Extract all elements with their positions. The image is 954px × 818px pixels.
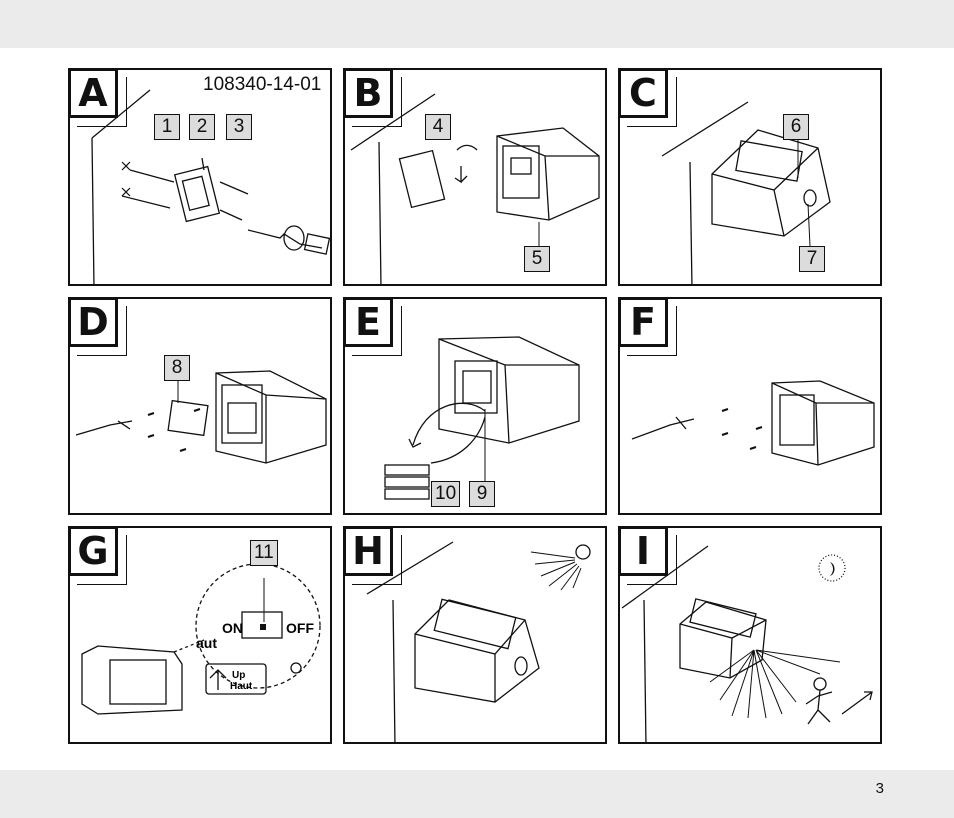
callout-9: 9 <box>469 481 495 507</box>
step-letter-c: C <box>620 70 677 127</box>
bottom-band: 3 <box>0 770 954 818</box>
step-letter-f: F <box>620 299 677 356</box>
on-off-switch-detail-illustration: ON OFF Up Haut aut <box>81 563 321 715</box>
night-motion-detection-illustration <box>621 545 873 742</box>
step-letter-b: B <box>345 70 402 127</box>
switch-haut-label: Haut <box>230 681 253 692</box>
panel-b: B 4 5 <box>343 68 607 286</box>
callout-4: 4 <box>425 114 451 140</box>
callout-3: 3 <box>226 114 252 140</box>
panel-e: E 10 9 <box>343 297 607 515</box>
top-band <box>0 0 954 48</box>
switch-on-label: ON <box>222 620 243 636</box>
step-letter-g: G <box>70 528 127 585</box>
panel-i: I <box>618 526 882 744</box>
model-code: 108340-14-01 <box>203 74 322 95</box>
wall-mount-screws-illustration <box>91 89 330 284</box>
switch-aut-label: aut <box>196 635 217 651</box>
callout-10: 10 <box>431 481 461 507</box>
mount-light-on-plate-illustration <box>350 93 600 284</box>
panel-d: D 8 <box>68 297 332 515</box>
panel-g: ON OFF Up Haut aut G 11 <box>68 526 332 744</box>
light-installed-on-wall-illustration <box>661 101 831 284</box>
replace-batteries-illustration <box>384 336 580 500</box>
daylight-charging-illustration <box>366 541 591 742</box>
panel-c: C 6 7 <box>618 68 882 286</box>
step-letter-a: A <box>70 70 127 127</box>
reattach-plate-illustration <box>631 380 875 466</box>
step-letter-i: I <box>620 528 677 585</box>
switch-up-label: Up <box>232 670 245 681</box>
callout-2: 2 <box>189 114 215 140</box>
switch-off-label: OFF <box>286 620 314 636</box>
callout-5: 5 <box>524 246 550 272</box>
panel-a: A 108340-14-01 1 2 3 <box>68 68 332 286</box>
callout-6: 6 <box>783 114 809 140</box>
panel-h: H <box>343 526 607 744</box>
step-letter-d: D <box>70 299 127 356</box>
callout-7: 7 <box>799 246 825 272</box>
page-number: 3 <box>875 780 884 797</box>
step-letter-e: E <box>345 299 402 356</box>
callout-1: 1 <box>154 114 180 140</box>
callout-8: 8 <box>164 355 190 381</box>
panel-f: F <box>618 297 882 515</box>
step-letter-h: H <box>345 528 402 585</box>
remove-mounting-plate-illustration <box>75 370 327 464</box>
callout-11: 11 <box>250 540 278 566</box>
